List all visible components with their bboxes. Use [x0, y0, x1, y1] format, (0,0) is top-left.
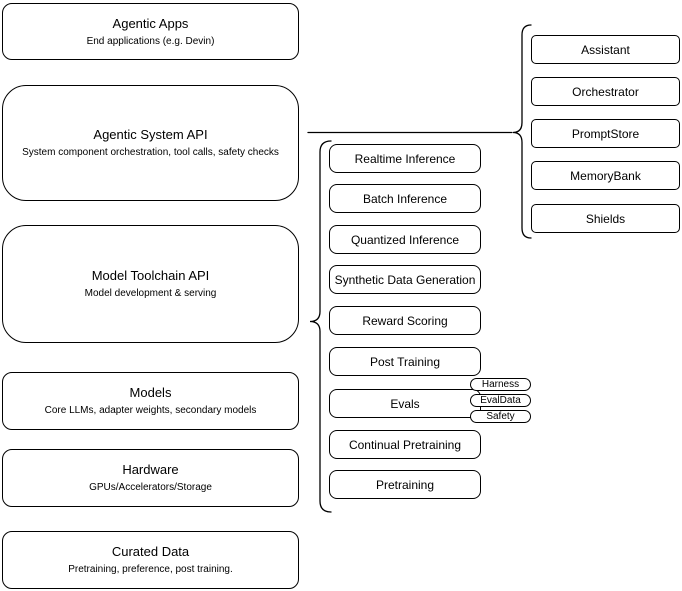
component-realtime-inference: Realtime Inference — [329, 144, 481, 173]
layer-subtitle: Model development & serving — [84, 288, 217, 299]
component-pretraining: Pretraining — [329, 470, 481, 499]
component-reward-scoring: Reward Scoring — [329, 306, 481, 335]
layer-hardware: Hardware GPUs/Accelerators/Storage — [2, 449, 299, 507]
layer-subtitle: Pretraining, preference, post training. — [68, 564, 233, 575]
component-quantized-inference: Quantized Inference — [329, 225, 481, 254]
layer-agentic-apps: Agentic Apps End applications (e.g. Devi… — [2, 3, 299, 60]
component-shields: Shields — [531, 204, 680, 233]
component-batch-inference: Batch Inference — [329, 184, 481, 213]
layer-subtitle: System component orchestration, tool cal… — [22, 147, 279, 158]
component-promptstore: PromptStore — [531, 119, 680, 148]
component-orchestrator: Orchestrator — [531, 77, 680, 106]
layer-models: Models Core LLMs, adapter weights, secon… — [2, 372, 299, 430]
component-synthetic-data-generation: Synthetic Data Generation — [329, 265, 481, 294]
tag-evaldata: EvalData — [470, 394, 531, 407]
layer-agentic-system-api: Agentic System API System component orch… — [2, 85, 299, 201]
layer-title: Model Toolchain API — [91, 268, 210, 283]
layer-title: Agentic Apps — [112, 15, 189, 31]
layer-title: Models — [129, 385, 172, 400]
component-evals: Evals — [329, 389, 481, 418]
layer-subtitle: End applications (e.g. Devin) — [86, 35, 215, 47]
tag-safety: Safety — [470, 410, 531, 423]
component-post-training: Post Training — [329, 347, 481, 376]
component-continual-pretraining: Continual Pretraining — [329, 430, 481, 459]
component-assistant: Assistant — [531, 35, 680, 64]
layer-subtitle: GPUs/Accelerators/Storage — [89, 482, 212, 493]
layer-model-toolchain-api: Model Toolchain API Model development & … — [2, 225, 299, 343]
system-components-brace — [512, 24, 532, 239]
layer-title: Curated Data — [111, 544, 190, 559]
layer-title: Agentic System API — [93, 127, 208, 142]
tag-harness: Harness — [470, 378, 531, 391]
component-memorybank: MemoryBank — [531, 161, 680, 190]
toolchain-components-brace — [309, 140, 332, 513]
layer-title: Hardware — [122, 462, 179, 477]
layer-subtitle: Core LLMs, adapter weights, secondary mo… — [44, 405, 257, 416]
layer-curated-data: Curated Data Pretraining, preference, po… — [2, 531, 299, 589]
